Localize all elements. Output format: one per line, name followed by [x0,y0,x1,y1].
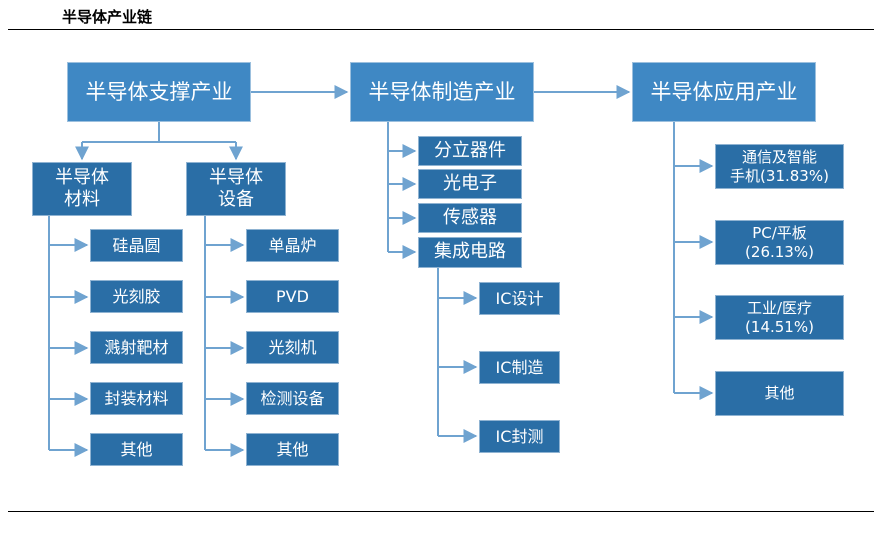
materials-item: 光刻胶 [90,280,183,313]
header-divider [8,29,874,30]
equipment-item: 其他 [246,433,339,466]
page-title: 半导体产业链 [62,8,153,26]
equipment-box: 半导体 设备 [186,162,286,216]
footer-divider [8,511,874,512]
materials-item: 封装材料 [90,382,183,415]
equipment-item: 单晶炉 [246,229,339,262]
application-item: 其他 [715,371,844,416]
materials-item: 其他 [90,433,183,466]
ic-item: IC封测 [479,420,560,453]
application-item: 通信及智能 手机(31.83%) [715,144,844,189]
manufacturing-item: 集成电路 [418,237,522,268]
manufacturing-item: 传感器 [418,203,522,233]
support-industry-box: 半导体支撑产业 [67,62,251,122]
equipment-item: 光刻机 [246,331,339,364]
equipment-item: PVD [246,280,339,313]
ic-item: IC制造 [479,351,560,384]
equipment-item: 检测设备 [246,382,339,415]
manufacturing-industry-box: 半导体制造产业 [350,62,534,122]
application-item: 工业/医疗 (14.51%) [715,295,844,340]
materials-box: 半导体 材料 [32,162,132,216]
ic-item: IC设计 [479,282,560,315]
materials-item: 溅射靶材 [90,331,183,364]
application-industry-box: 半导体应用产业 [632,62,816,122]
manufacturing-item: 分立器件 [418,136,522,166]
application-item: PC/平板 (26.13%) [715,220,844,265]
materials-item: 硅晶圆 [90,229,183,262]
manufacturing-item: 光电子 [418,169,522,199]
